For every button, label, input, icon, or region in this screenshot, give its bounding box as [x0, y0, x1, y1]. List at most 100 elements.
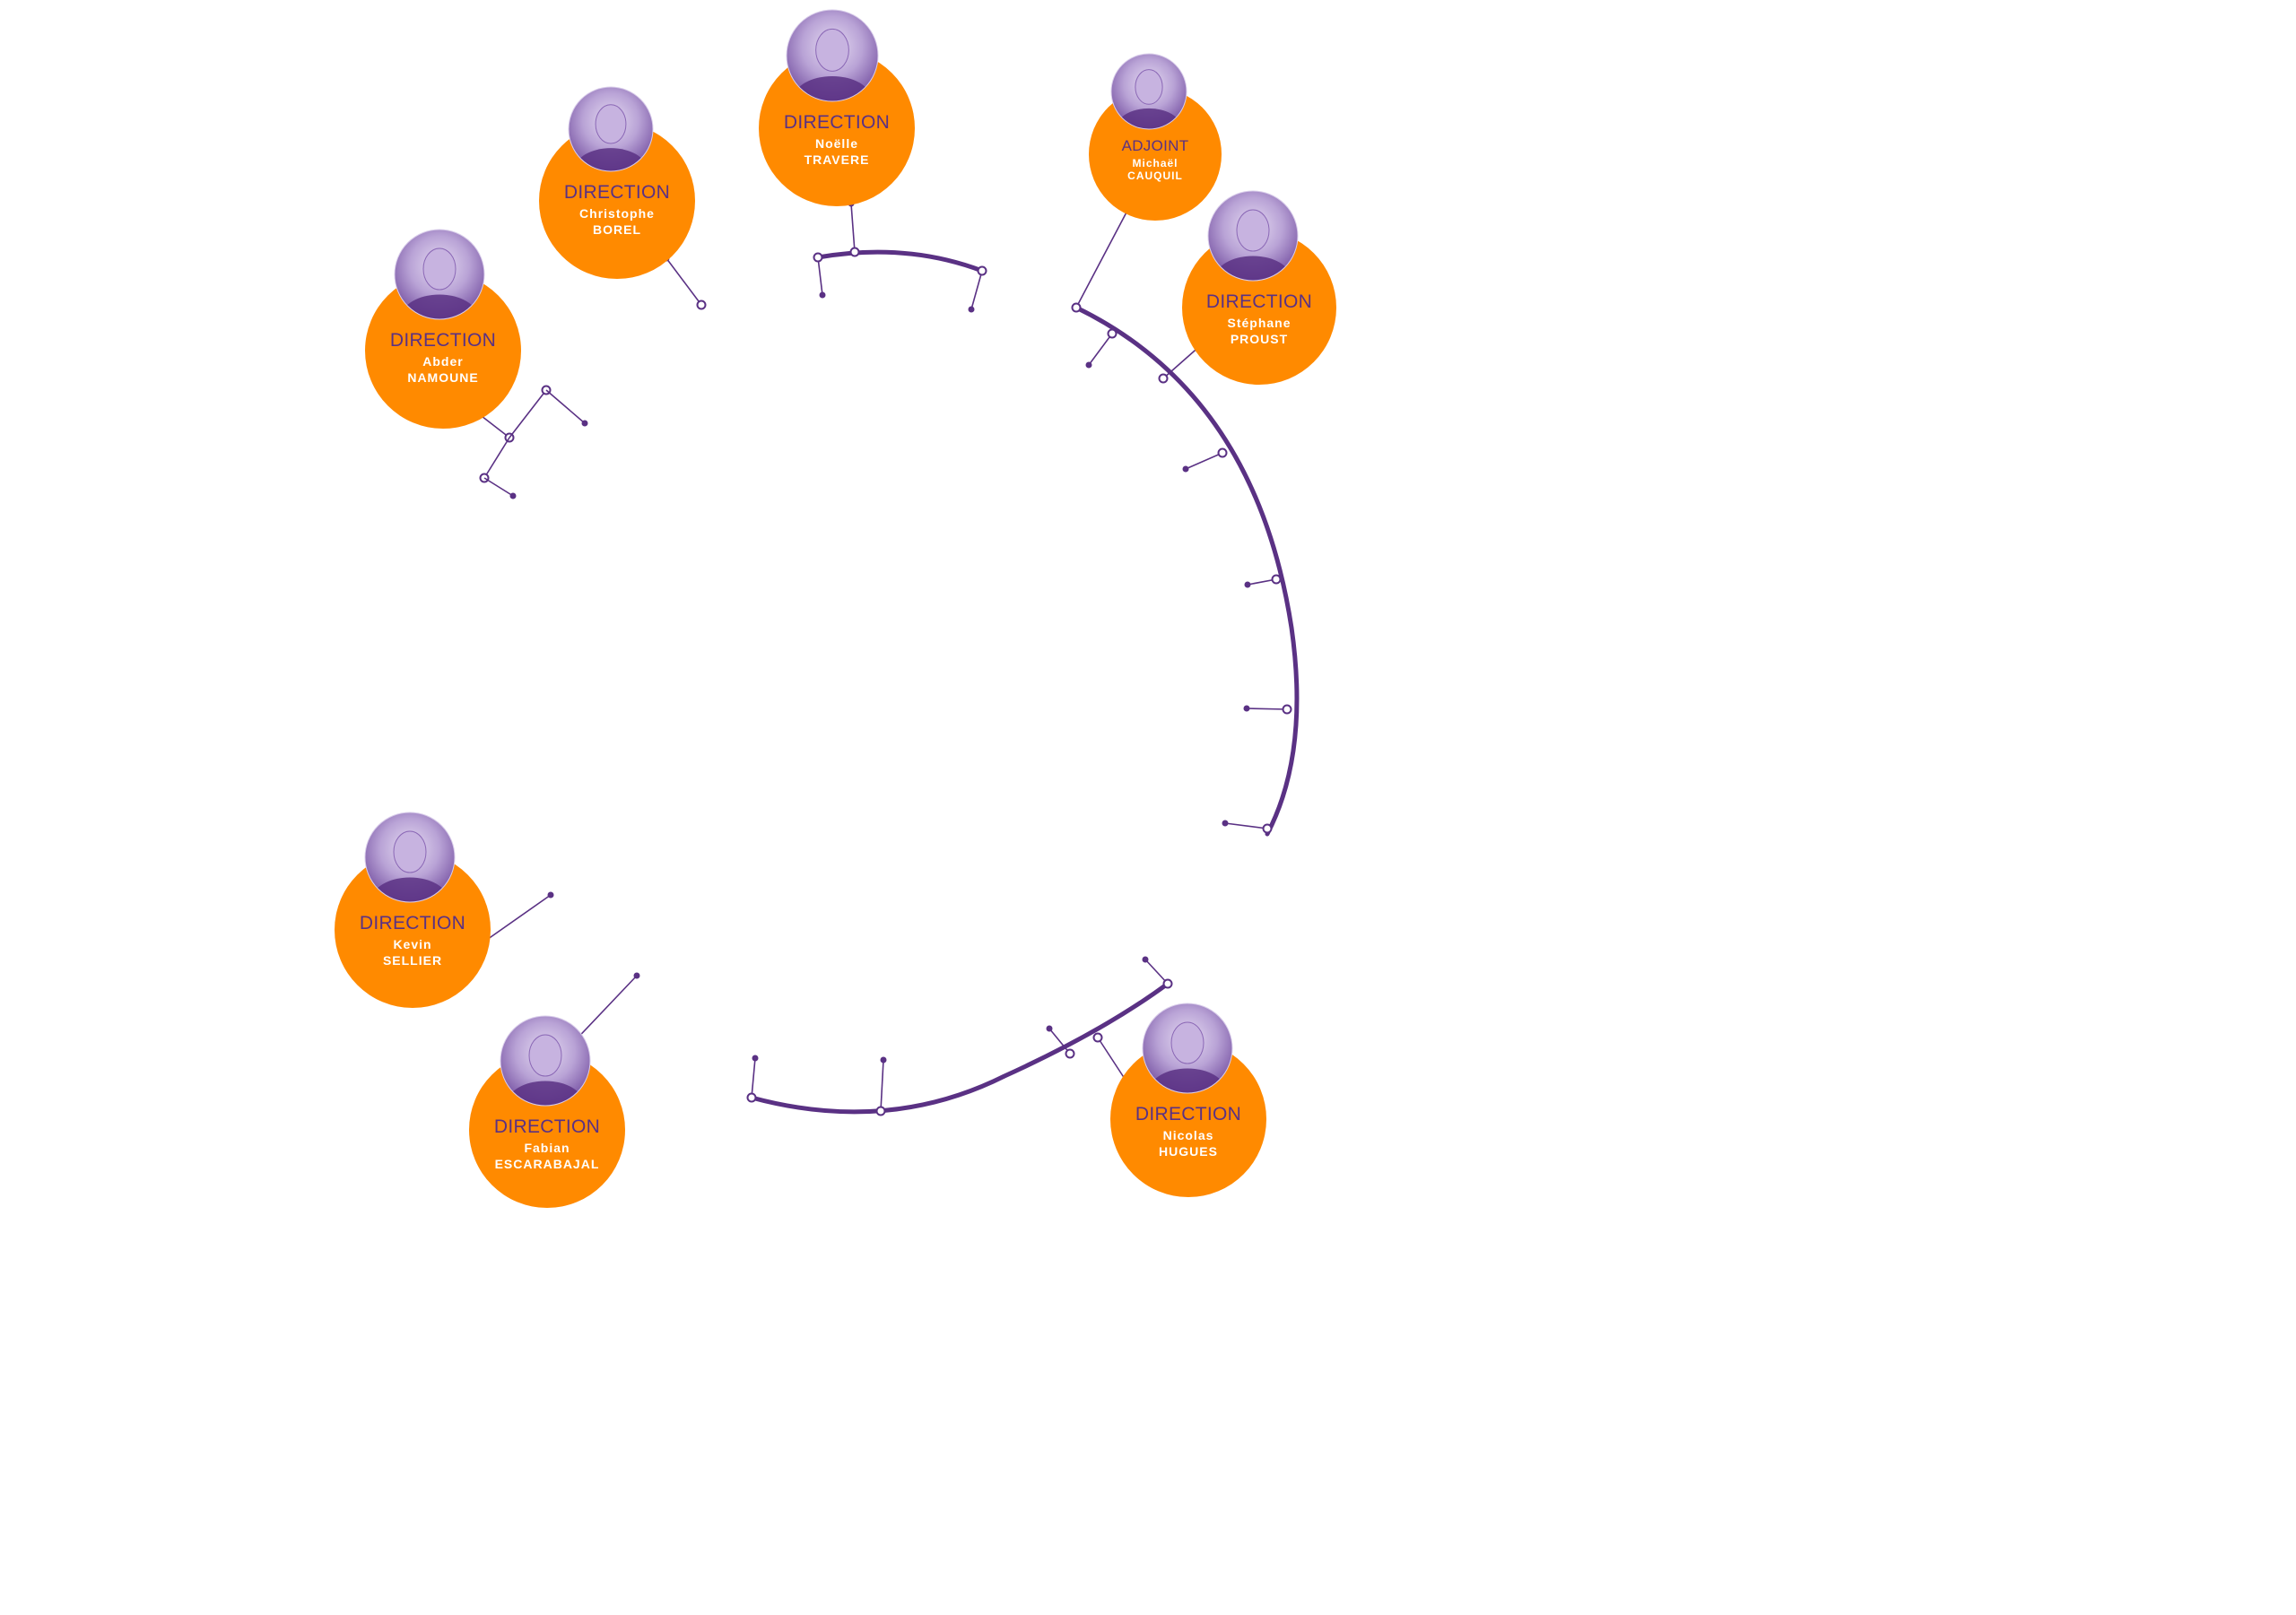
node-role-label: DIRECTION: [564, 182, 670, 203]
avatar: [500, 1016, 590, 1106]
node-first-name: Fabian: [524, 1141, 570, 1155]
connector-line: [817, 256, 823, 296]
endpoint-dot: [1085, 361, 1092, 369]
node-first-name: Stéphane: [1227, 316, 1291, 330]
connector-line: [970, 270, 983, 310]
avatar-head: [1236, 209, 1270, 252]
junction-dot-open: [1158, 373, 1169, 384]
node-role-label: DIRECTION: [494, 1116, 600, 1137]
node-role-label: DIRECTION: [1135, 1104, 1241, 1124]
connector-line: [483, 477, 514, 497]
junction-dot-open: [1282, 704, 1292, 715]
node-last-name: CAUQUIL: [1127, 169, 1183, 182]
connector-line: [483, 437, 510, 479]
node-last-name: ESCARABAJAL: [495, 1157, 600, 1171]
endpoint-dot: [1182, 465, 1189, 473]
avatar-shoulders: [371, 877, 448, 902]
avatar: [365, 812, 455, 902]
connector-line: [1075, 208, 1129, 308]
avatar-shoulders: [401, 294, 478, 319]
avatar-shoulders: [1149, 1068, 1226, 1093]
connector-layer: [458, 200, 1292, 1116]
junction-dot-open: [849, 247, 860, 257]
node-role-label: DIRECTION: [360, 913, 465, 933]
junction-dot-open: [1092, 1032, 1103, 1043]
connector-line: [1048, 1028, 1071, 1055]
connector-line: [751, 1057, 756, 1098]
node-first-name: Kevin: [393, 937, 431, 951]
endpoint-dot: [880, 1056, 887, 1064]
avatar-border: [568, 86, 654, 172]
endpoint-dot: [547, 891, 554, 899]
node-circle: [759, 50, 915, 206]
connector-line: [1224, 822, 1268, 829]
junction-dot-open: [1217, 447, 1228, 458]
connector-line: [880, 1059, 884, 1112]
endpoint-dot: [1142, 956, 1149, 963]
node-circle: [1110, 1041, 1266, 1197]
avatar-head: [393, 830, 427, 873]
node-role-label: DIRECTION: [784, 112, 890, 133]
junction-dot-open: [696, 300, 707, 310]
endpoint-dot: [819, 291, 826, 299]
avatar: [395, 230, 484, 319]
endpoint-dot: [509, 492, 517, 499]
node-last-name: HUGUES: [1159, 1144, 1218, 1159]
arc-layer: [749, 249, 1300, 1115]
endpoint-dot: [1244, 581, 1251, 588]
node-first-name: Nicolas: [1163, 1128, 1214, 1142]
junction-dot-open: [875, 1106, 886, 1116]
endpoint-dot: [1046, 1025, 1053, 1032]
junction-dot-open: [1107, 328, 1118, 339]
connector-line: [1185, 452, 1223, 470]
avatar-border: [1142, 1003, 1233, 1094]
arc-right: [1074, 305, 1300, 837]
node-first-name: Noëlle: [815, 136, 858, 151]
avatar-head: [1135, 69, 1163, 105]
avatar-border: [1207, 190, 1299, 282]
junction-dot-open: [1071, 302, 1082, 313]
connector-line: [1246, 708, 1288, 710]
node-circle: [365, 273, 521, 429]
avatar-border: [786, 9, 879, 102]
avatar-shoulders: [1117, 108, 1181, 129]
junction-dot-open: [977, 265, 987, 276]
avatar-head: [422, 247, 457, 291]
connector-line: [1097, 1037, 1127, 1082]
node-first-name: Christophe: [579, 206, 655, 221]
avatar: [569, 87, 653, 171]
node-first-name: Michaël: [1132, 157, 1178, 169]
connector-line: [850, 203, 856, 253]
avatar: [1208, 191, 1298, 281]
avatar-head: [1170, 1021, 1205, 1064]
avatar-border: [1110, 53, 1187, 130]
connector-line: [665, 257, 702, 306]
endpoint-dot: [752, 1055, 759, 1062]
avatar-border: [500, 1015, 591, 1107]
node-role-label: ADJOINT: [1122, 137, 1189, 154]
node-circle: [539, 123, 695, 279]
avatar-border: [394, 229, 485, 320]
node-last-name: TRAVERE: [804, 152, 870, 167]
junction-dot-open: [1262, 823, 1273, 834]
avatar: [1143, 1003, 1232, 1093]
node-last-name: BOREL: [593, 222, 641, 237]
node-first-name: Abder: [422, 354, 463, 369]
arc-top: [815, 249, 985, 274]
connector-line: [1088, 333, 1113, 366]
avatar-head: [528, 1034, 562, 1077]
node-role-label: DIRECTION: [390, 330, 496, 351]
node-circle: [1089, 88, 1222, 221]
junction-dot-open: [1271, 574, 1282, 585]
node-role-label: DIRECTION: [1206, 291, 1312, 312]
